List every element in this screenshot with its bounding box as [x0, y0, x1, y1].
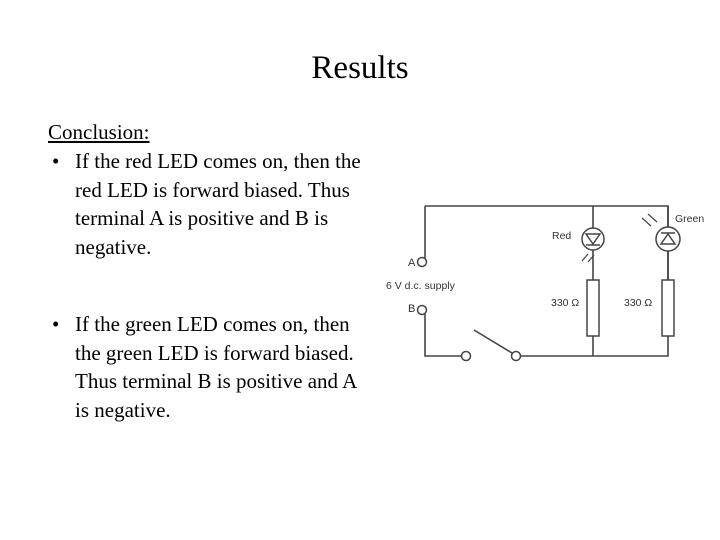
- resistor-left: [586, 279, 600, 337]
- terminal-b-label: B: [408, 303, 415, 315]
- bullet-item: • If the red LED comes on, then the red …: [52, 147, 362, 261]
- switch-contact-right: [510, 350, 522, 362]
- bullet-symbol: •: [52, 149, 60, 173]
- resistor-left-label: 330 Ω: [551, 297, 579, 309]
- resistor-right: [661, 279, 675, 337]
- switch-blade: [473, 329, 513, 354]
- circuit-diagram: A B 6 V d.c. supply Red Green 330 Ω 330 …: [386, 205, 704, 362]
- bottom-wire: [518, 336, 669, 357]
- resistor-right-label: 330 Ω: [624, 297, 652, 309]
- bullet-item: • If the green LED comes on, then the gr…: [52, 310, 362, 424]
- supply-label: 6 V d.c. supply: [386, 280, 456, 292]
- slide-title-text: Results: [311, 50, 409, 86]
- switch-contact-left: [460, 350, 472, 362]
- bullet-text: If the green LED comes on, then the gree…: [75, 312, 357, 422]
- green-led-symbol: [641, 213, 681, 252]
- conclusion-heading: Conclusion:: [48, 120, 150, 144]
- terminal-b-wire: [424, 314, 462, 357]
- top-wire: [425, 205, 669, 280]
- bullet-text: If the red LED comes on, then the red LE…: [75, 149, 361, 259]
- green-led-label: Green: [675, 213, 704, 225]
- bullet-symbol: •: [52, 312, 60, 336]
- terminal-b-circle: [416, 304, 428, 316]
- red-led-symbol: [581, 227, 605, 263]
- slide-title: Results: [0, 50, 720, 87]
- red-led-label: Red: [552, 230, 571, 242]
- terminal-a-circle: [416, 256, 428, 268]
- terminal-a-label: A: [408, 257, 416, 269]
